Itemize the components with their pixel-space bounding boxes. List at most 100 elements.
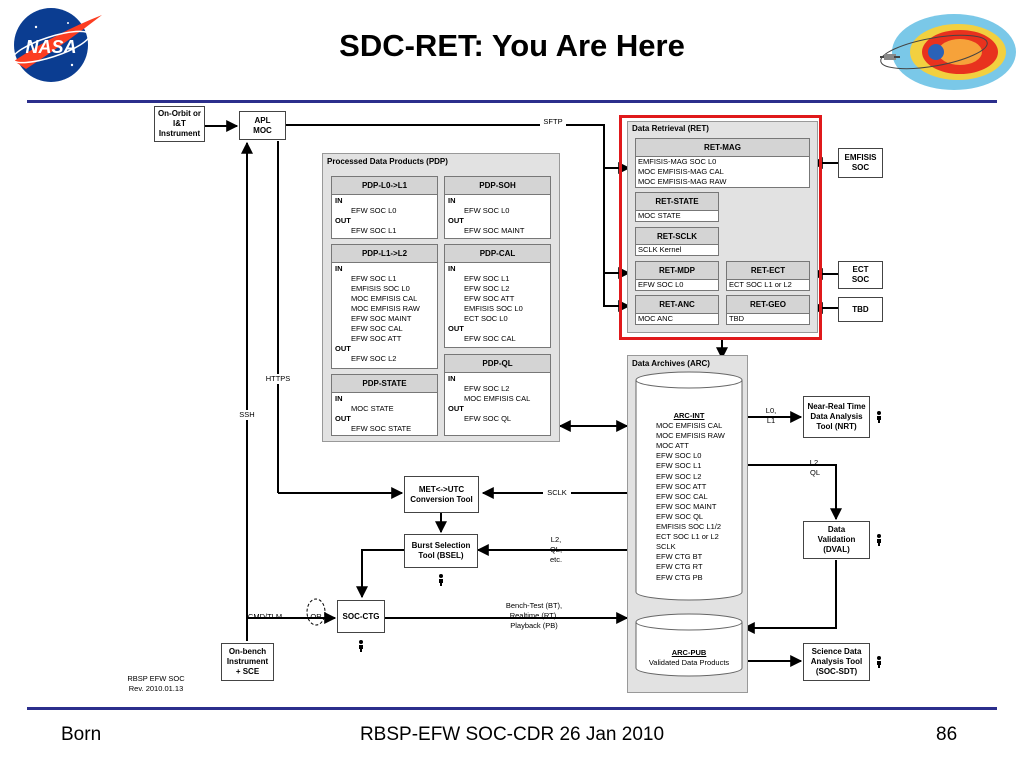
list-item: EFW SOC L2 — [656, 471, 702, 481]
pdp-soh-name: PDP-SOH — [445, 177, 550, 195]
cmd-tlm-label: CMD/TLM — [247, 612, 283, 621]
in-label: IN — [335, 196, 343, 205]
list-item: EFW SOC QL — [464, 414, 512, 423]
list-item: EFW SOC MAINT — [351, 314, 412, 323]
ret-anc-name[interactable]: RET-ANC — [635, 295, 719, 314]
list-item: EMFISIS-MAG SOC L0 — [638, 157, 717, 166]
arc-int-name: ARC-INT — [673, 411, 705, 420]
list-item: EFW SOC STATE — [351, 424, 412, 433]
pdp-l0-l1-box[interactable]: PDP-L0->L1 IN EFW SOC L0 OUT EFW SOC L1 — [331, 176, 438, 239]
data-validation-box[interactable]: Data Validation (DVAL) — [803, 521, 870, 559]
sclk-label: SCLK — [543, 488, 571, 498]
pdp-soh-box[interactable]: PDP-SOH IN EFW SOC L0 OUT EFW SOC MAINT — [444, 176, 551, 239]
list-item: MOC ANC — [638, 314, 674, 323]
ql-out-label: QL — [809, 468, 820, 477]
ret-mdp-list: EFW SOC L0 — [635, 279, 719, 291]
in-label: IN — [335, 264, 343, 273]
list-item: EFW SOC CAL — [351, 324, 403, 333]
list-item: EFW SOC MAINT — [656, 501, 717, 511]
pdp-ql-box[interactable]: PDP-QL IN EFW SOC L2 MOC EMFISIS CAL OUT… — [444, 354, 551, 436]
list-item: EFW CTG PB — [656, 572, 703, 582]
list-item: EFW SOC L2 — [351, 354, 397, 363]
list-item: EFW SOC ATT — [656, 481, 707, 491]
soc-ctg-box[interactable]: SOC-CTG — [337, 600, 385, 633]
onbench-instrument-box[interactable]: On-bench Instrument + SCE — [221, 643, 274, 681]
list-item: EFW SOC MAINT — [464, 226, 525, 235]
out-label: OUT — [335, 414, 351, 423]
list-item: MOC EMFISIS-MAG RAW — [638, 177, 727, 186]
person-icon — [876, 655, 882, 668]
nasa-logo-icon: NASA — [6, 3, 104, 85]
list-item: EFW CTG BT — [656, 552, 703, 562]
person-icon — [876, 533, 882, 546]
out-label: OUT — [448, 404, 464, 413]
list-item: ECT SOC L1 or L2 — [729, 280, 792, 289]
list-item: EFW CTG RT — [656, 562, 703, 572]
footer-presentation: RBSP-EFW SOC-CDR 26 Jan 2010 — [359, 724, 665, 745]
list-item: EFW SOC L0 — [464, 206, 510, 215]
in-label: IN — [335, 394, 343, 403]
list-item: SCLK — [656, 542, 676, 552]
person-icon — [876, 410, 882, 423]
ret-mag-list: EMFISIS-MAG SOC L0 MOC EMFISIS-MAG CAL M… — [635, 156, 810, 188]
ret-ect-name[interactable]: RET-ECT — [726, 261, 810, 280]
ql-label: QL, — [549, 545, 563, 554]
ret-mag-name[interactable]: RET-MAG — [635, 138, 810, 157]
l0-label: L0, — [765, 406, 777, 415]
bench-test-label: Bench-Test (BT), — [505, 601, 563, 610]
emfisis-soc-box[interactable]: EMFISIS SOC — [838, 148, 883, 178]
https-label: HTTPS — [263, 374, 293, 384]
in-label: IN — [448, 196, 456, 205]
ret-geo-name[interactable]: RET-GEO — [726, 295, 810, 314]
onorbit-instrument-box[interactable]: On-Orbit or I&T Instrument — [154, 106, 205, 142]
pdp-panel-title: Processed Data Products (PDP) — [327, 157, 448, 166]
list-item: EFW SOC L0 — [638, 280, 684, 289]
list-item: EMFISIS SOC L0 — [464, 304, 523, 313]
near-real-time-analysis-tool-box[interactable]: Near-Real Time Data Analysis Tool (NRT) — [803, 396, 870, 438]
tbd-box[interactable]: TBD — [838, 297, 883, 322]
out-label: OUT — [335, 344, 351, 353]
pdp-l0-l1-name: PDP-L0->L1 — [332, 177, 437, 195]
list-item: EFW SOC L0 — [351, 206, 397, 215]
list-item: ECT SOC L1 or L2 — [656, 532, 719, 542]
pdp-l1-l2-name: PDP-L1->L2 — [332, 245, 437, 263]
list-item: EFW SOC L1 — [656, 461, 702, 471]
pdp-state-box[interactable]: PDP-STATE IN MOC STATE OUT EFW SOC STATE — [331, 374, 438, 436]
slide-title: SDC-RET: You Are Here — [339, 28, 685, 63]
list-item: EFW SOC L2 — [464, 384, 510, 393]
met-utc-conversion-tool-box[interactable]: MET<->UTC Conversion Tool — [404, 476, 479, 513]
ret-mdp-name[interactable]: RET-MDP — [635, 261, 719, 280]
science-data-analysis-tool-box[interactable]: Science Data Analysis Tool (SOC-SDT) — [803, 643, 870, 681]
list-item: EFW SOC ATT — [351, 334, 402, 343]
burst-selection-tool-box[interactable]: Burst Selection Tool (BSEL) — [404, 534, 478, 568]
list-item: MOC ATT — [656, 441, 689, 451]
ret-ect-list: ECT SOC L1 or L2 — [726, 279, 810, 291]
sftp-label: SFTP — [540, 117, 566, 127]
list-item: MOC EMFISIS-MAG CAL — [638, 167, 724, 176]
person-icon — [438, 573, 444, 586]
ect-soc-box[interactable]: ECT SOC — [838, 261, 883, 289]
list-item: EFW SOC L1 — [351, 274, 397, 283]
ret-anc-list: MOC ANC — [635, 313, 719, 325]
playback-label: Playback (PB) — [510, 621, 558, 630]
ret-highlight-frame — [619, 115, 822, 340]
arc-int-cylinder[interactable]: ARC-INT MOC EMFISIS CAL MOC EMFISIS RAW … — [635, 371, 743, 601]
arc-pub-cylinder[interactable]: ARC-PUB Validated Data Products — [635, 613, 743, 677]
pdp-l1-l2-box[interactable]: PDP-L1->L2 IN EFW SOC L1 EMFISIS SOC L0 … — [331, 244, 438, 369]
list-item: ECT SOC L0 — [464, 314, 508, 323]
pdp-state-name: PDP-STATE — [332, 375, 437, 393]
footer-rule — [27, 707, 997, 710]
arc-pub-description: Validated Data Products — [648, 658, 730, 667]
pdp-cal-box[interactable]: PDP-CAL IN EFW SOC L1 EFW SOC L2 EFW SOC… — [444, 244, 551, 348]
list-item: EFW SOC L0 — [656, 451, 702, 461]
out-label: OUT — [448, 324, 464, 333]
pdp-cal-name: PDP-CAL — [445, 245, 550, 263]
ret-sclk-name[interactable]: RET-SCLK — [635, 227, 719, 245]
revision-line-2: Rev. 2010.01.13 — [128, 684, 184, 693]
list-item: MOC STATE — [351, 404, 394, 413]
l1-label: L1 — [766, 416, 776, 425]
list-item: EMFISIS SOC L0 — [351, 284, 410, 293]
ret-state-name[interactable]: RET-STATE — [635, 192, 719, 211]
apl-moc-box[interactable]: APL MOC — [239, 111, 286, 140]
